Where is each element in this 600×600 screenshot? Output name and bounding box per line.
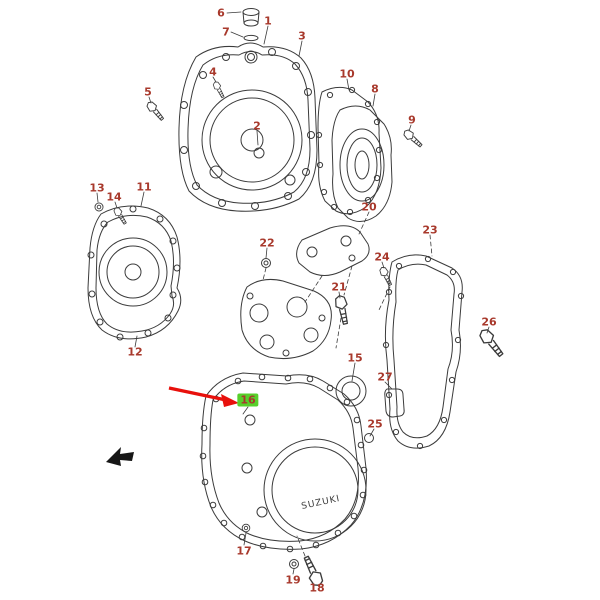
- gasket-bolt-holes: [199, 373, 368, 553]
- part-callout-22[interactable]: 22: [259, 236, 275, 250]
- part-callout-10[interactable]: 10: [339, 67, 355, 81]
- part-callout-2[interactable]: 2: [253, 119, 261, 133]
- part-callout-27[interactable]: 27: [377, 370, 393, 384]
- sprocket-cover-drawing: [240, 279, 332, 359]
- part-callout-17[interactable]: 17: [236, 544, 252, 558]
- clutch-cover-bolt-holes: [180, 48, 315, 210]
- bottom-cover-drawing: SUZUKI: [199, 372, 374, 553]
- part-callout-19[interactable]: 19: [285, 573, 301, 587]
- right-cover-drawing: [382, 254, 465, 450]
- part-callout-20[interactable]: 20: [361, 200, 377, 214]
- part-callout-25[interactable]: 25: [367, 417, 383, 431]
- part-callout-12[interactable]: 12: [127, 345, 143, 359]
- part-callout-16[interactable]: 16: [237, 393, 259, 407]
- assembly-axes: [262, 211, 433, 557]
- part-callout-24[interactable]: 24: [374, 250, 390, 264]
- side-cover-drawing: [331, 105, 393, 222]
- part-callout-13[interactable]: 13: [89, 181, 105, 195]
- part-callout-6[interactable]: 6: [217, 6, 225, 20]
- oil-filler-cap-drawing: [242, 8, 260, 64]
- part-callout-11[interactable]: 11: [136, 180, 152, 194]
- part-callout-3[interactable]: 3: [298, 29, 306, 43]
- part-callout-8[interactable]: 8: [371, 82, 379, 96]
- part-callout-1[interactable]: 1: [264, 14, 272, 28]
- part-callout-18[interactable]: 18: [309, 581, 325, 595]
- cushion-drawing: [384, 388, 405, 418]
- cover-gasket-drawing: [315, 86, 383, 216]
- part-callout-5[interactable]: 5: [144, 85, 152, 99]
- bracket-drawing: [296, 225, 370, 276]
- part-callout-23[interactable]: 23: [422, 223, 438, 237]
- leader-lines: [96, 11, 490, 575]
- part-callout-26[interactable]: 26: [481, 315, 497, 329]
- part-callout-4[interactable]: 4: [209, 65, 217, 79]
- part-callout-15[interactable]: 15: [347, 351, 363, 365]
- part-callout-21[interactable]: 21: [331, 280, 347, 294]
- part-callout-14[interactable]: 14: [106, 190, 122, 204]
- clutch-cover-drawing: [178, 42, 318, 212]
- part-callout-9[interactable]: 9: [408, 113, 416, 127]
- selection-arrow: [168, 386, 239, 407]
- orientation-arrow-icon: [106, 447, 134, 466]
- part-callout-7[interactable]: 7: [222, 25, 230, 39]
- magneto-cover-drawing: [87, 205, 182, 341]
